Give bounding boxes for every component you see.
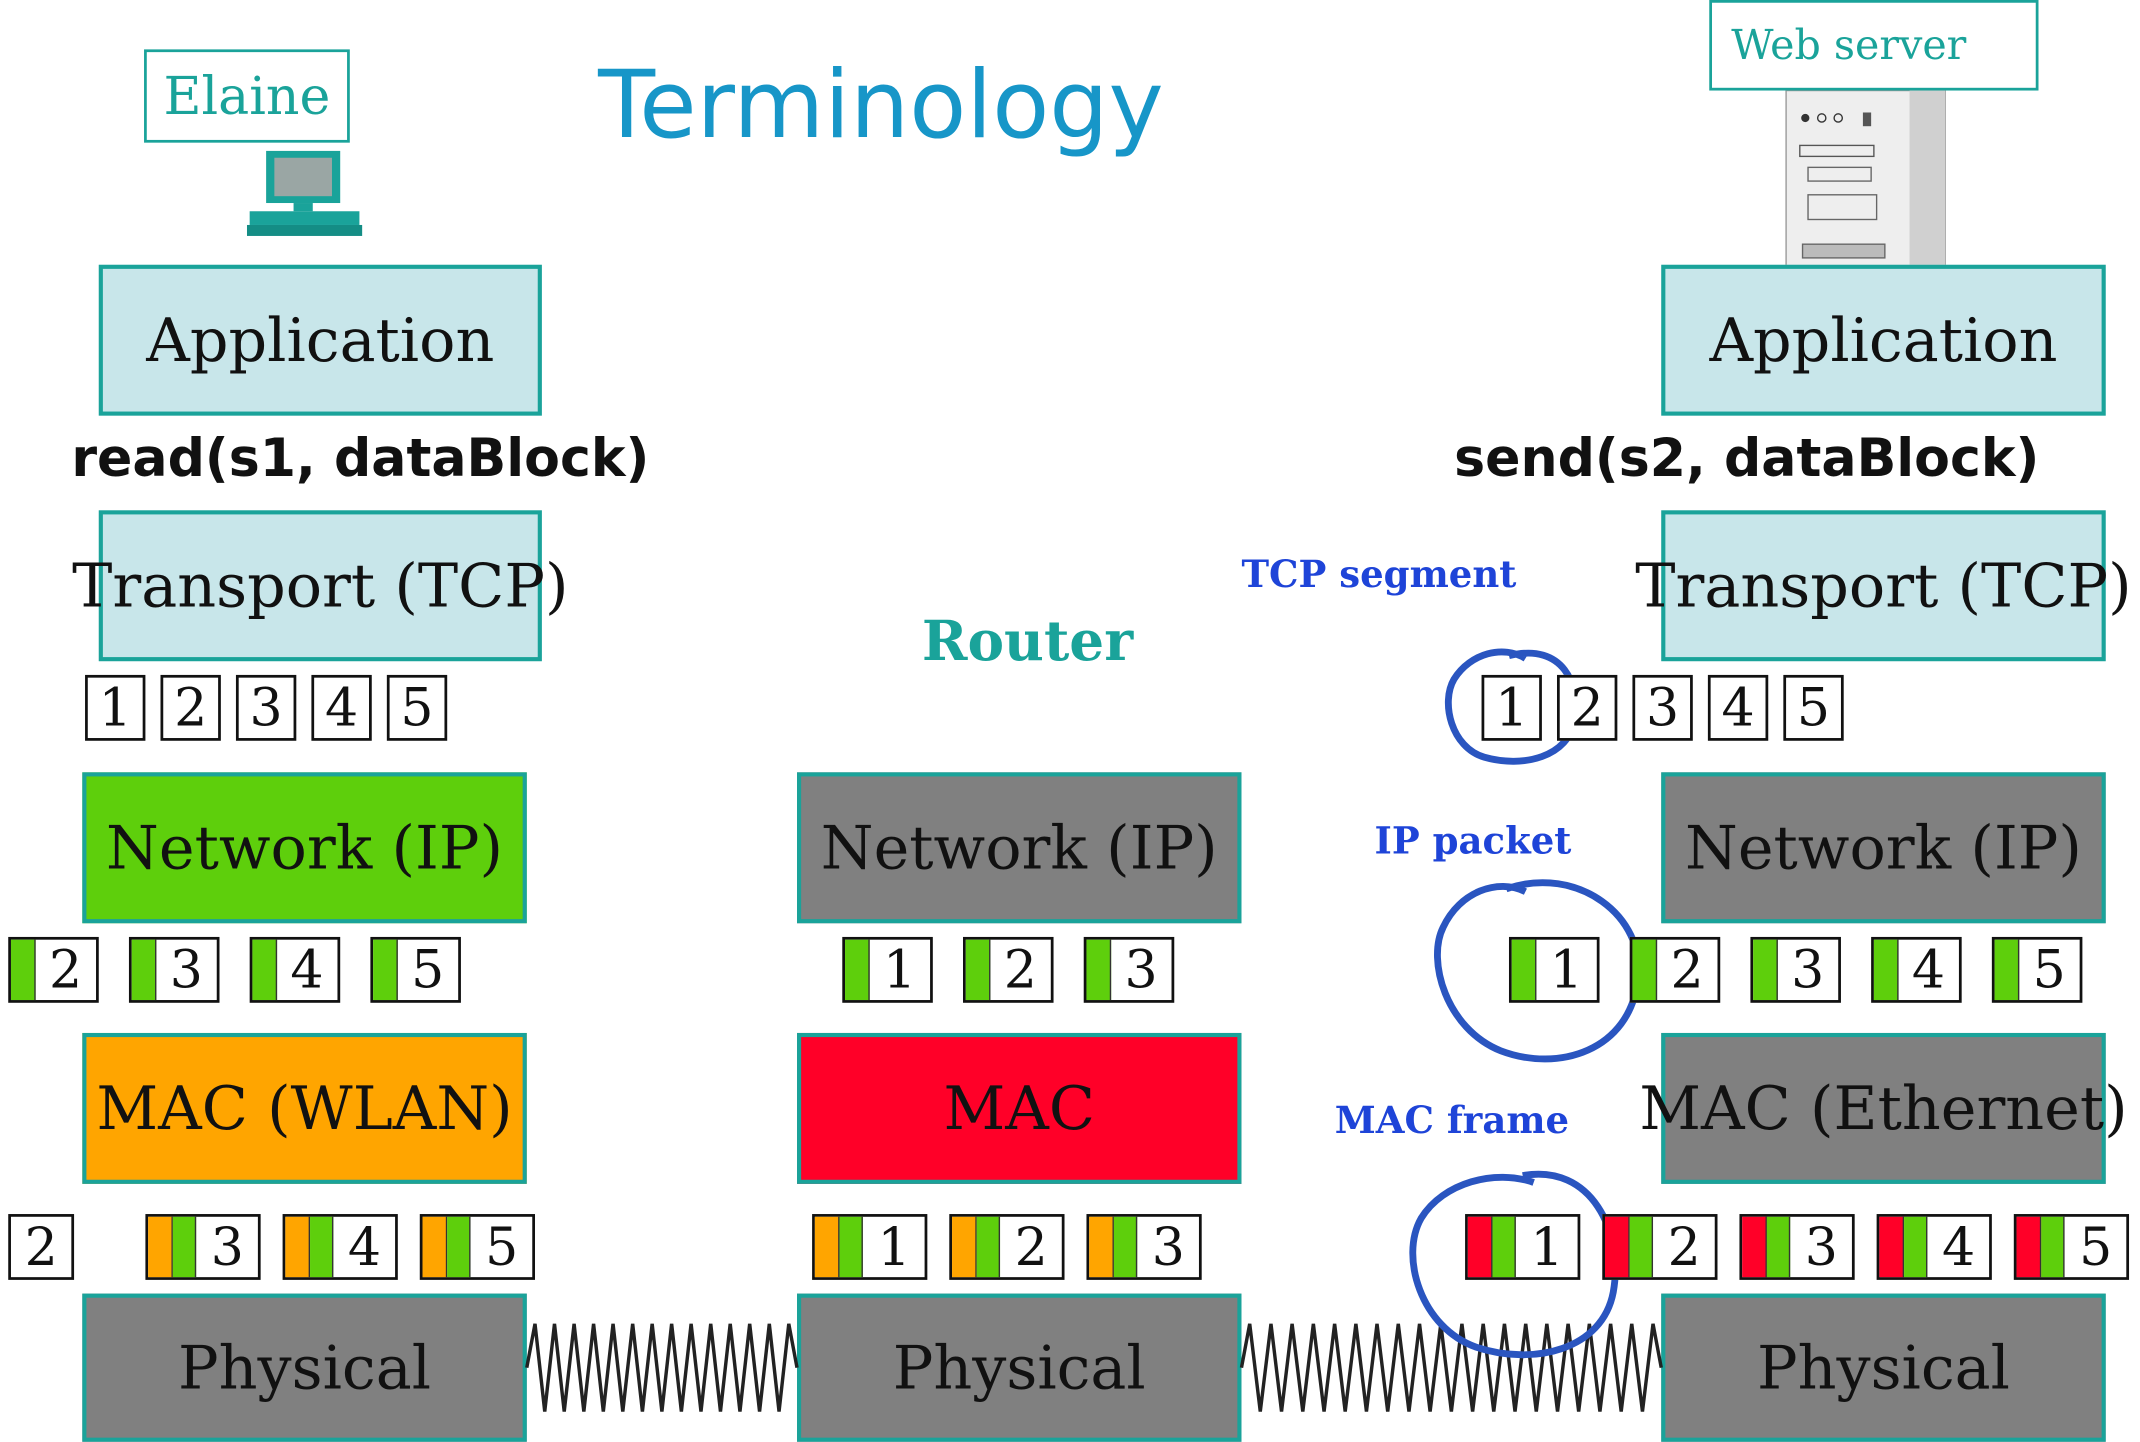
- segment-number: 2: [1670, 939, 1704, 1001]
- client-mac-layer: MAC (WLAN): [82, 1032, 527, 1184]
- mac-frame: 4: [1876, 1214, 1992, 1280]
- ip-packet: 3: [1750, 936, 1841, 1003]
- tcp-segment: 5: [1783, 674, 1844, 741]
- segment-number: 3: [1646, 677, 1680, 739]
- segment-number: 1: [98, 677, 132, 739]
- client-router-wave: [525, 1323, 799, 1412]
- mac-frame: 2: [1602, 1214, 1718, 1280]
- segment-number: 2: [48, 939, 83, 1001]
- mac-frame: 5: [2013, 1214, 2130, 1280]
- segment-number: 1: [877, 1216, 911, 1278]
- mac-frame: 1: [812, 1214, 928, 1280]
- segment-number: 5: [1796, 677, 1831, 739]
- tcp-segment: 2: [1556, 674, 1618, 741]
- tcp-segment: 4: [1707, 674, 1769, 741]
- server-mac-layer: MAC (Ethernet): [1639, 1032, 2128, 1184]
- segment-number: 4: [1721, 677, 1755, 739]
- segment-number: 3: [210, 1216, 244, 1278]
- segment-number: 4: [347, 1216, 382, 1278]
- ip-packet: 1: [1508, 936, 1600, 1003]
- page-title: Terminology: [598, 52, 1164, 161]
- ip-packet-circle: [1434, 879, 1643, 1063]
- mac-frame: 5: [419, 1214, 536, 1280]
- segment-number: 2: [1667, 1216, 1701, 1278]
- mac-frame: 3: [1086, 1214, 1202, 1280]
- tcp-segment: 4: [311, 674, 372, 741]
- segment-number: 2: [24, 1216, 58, 1278]
- segment-number: 2: [174, 677, 208, 739]
- mac-frame: 3: [145, 1214, 261, 1280]
- tcp-segment: 3: [235, 674, 297, 741]
- tcp-segment: 2: [160, 674, 221, 741]
- tcp-segment: 3: [1632, 674, 1693, 741]
- segment-number: 5: [485, 1216, 519, 1278]
- segment-number: 4: [1911, 939, 1946, 1001]
- segment-number: 5: [2079, 1216, 2113, 1278]
- segment-number: 3: [1804, 1216, 1838, 1278]
- ip-packet: 5: [1991, 936, 2083, 1003]
- ip-packet: 1: [842, 936, 933, 1003]
- client-label: Elaine: [144, 49, 350, 143]
- ip-packet: 2: [1629, 936, 1721, 1003]
- ip-packet: 2: [8, 936, 99, 1003]
- segment-number: 4: [290, 939, 324, 1001]
- ip-packet: 3: [128, 936, 220, 1003]
- server-send-call: send(s2, dataBlock): [1454, 428, 2040, 489]
- client-read-call: read(s1, dataBlock): [71, 428, 650, 489]
- tcp-segment: 5: [386, 674, 448, 741]
- client-physical-layer: Physical: [82, 1293, 527, 1442]
- mac-frame: 4: [282, 1214, 398, 1280]
- segment-number: 3: [1151, 1216, 1185, 1278]
- server-network-layer: Network (IP): [1661, 772, 2106, 924]
- router-label: Router: [921, 609, 1134, 674]
- router-physical-layer: Physical: [797, 1293, 1242, 1442]
- server-physical-layer: Physical: [1661, 1293, 2106, 1442]
- segment-number: 1: [1530, 1216, 1564, 1278]
- tcp-segment-label: TCP segment: [1241, 554, 1517, 597]
- tcp-segment: 1: [1481, 674, 1542, 741]
- client-network-layer: Network (IP): [82, 772, 527, 924]
- router-mac-layer: MAC: [797, 1032, 1242, 1184]
- ip-packet: 5: [370, 936, 461, 1003]
- segment-number: 4: [1941, 1216, 1976, 1278]
- server-transport-layer: Transport (TCP): [1635, 510, 2132, 662]
- tcp-segment: 1: [85, 674, 146, 741]
- ip-packet: 4: [1871, 936, 1962, 1003]
- client-application-layer: Application: [98, 264, 542, 416]
- computer-icon: [246, 150, 363, 236]
- mac-frame: 1: [1465, 1214, 1581, 1280]
- server-label: Web server: [1709, 0, 2039, 91]
- segment-number: 5: [411, 939, 445, 1001]
- segment-number: 1: [1549, 939, 1583, 1001]
- mac-frame-label: MAC frame: [1334, 1100, 1570, 1143]
- segment-number: 2: [1003, 939, 1037, 1001]
- server-icon: [1785, 90, 1946, 267]
- segment-number: 1: [883, 939, 917, 1001]
- segment-number: 2: [1014, 1216, 1048, 1278]
- segment-number: 3: [1791, 939, 1825, 1001]
- ip-packet: 3: [1083, 936, 1175, 1003]
- segment-number: 4: [324, 677, 359, 739]
- segment-number: 5: [400, 677, 434, 739]
- segment-number: 1: [1495, 677, 1529, 739]
- router-network-layer: Network (IP): [797, 772, 1242, 924]
- ip-packet: 4: [249, 936, 341, 1003]
- server-application-layer: Application: [1661, 264, 2106, 416]
- ip-packet: 2: [963, 936, 1054, 1003]
- client-transport-layer: Transport (TCP): [72, 510, 569, 662]
- mac-frame: 3: [1739, 1214, 1855, 1280]
- segment-number: 5: [2032, 939, 2066, 1001]
- segment-number: 2: [1570, 677, 1604, 739]
- segment-number: 3: [169, 939, 203, 1001]
- segment-number: 3: [1124, 939, 1158, 1001]
- mac-frame: 2: [949, 1214, 1065, 1280]
- ip-packet-label: IP packet: [1374, 820, 1572, 863]
- segment-number: 3: [249, 677, 283, 739]
- router-server-wave: [1239, 1323, 1663, 1412]
- mac-frame: 2: [8, 1214, 75, 1280]
